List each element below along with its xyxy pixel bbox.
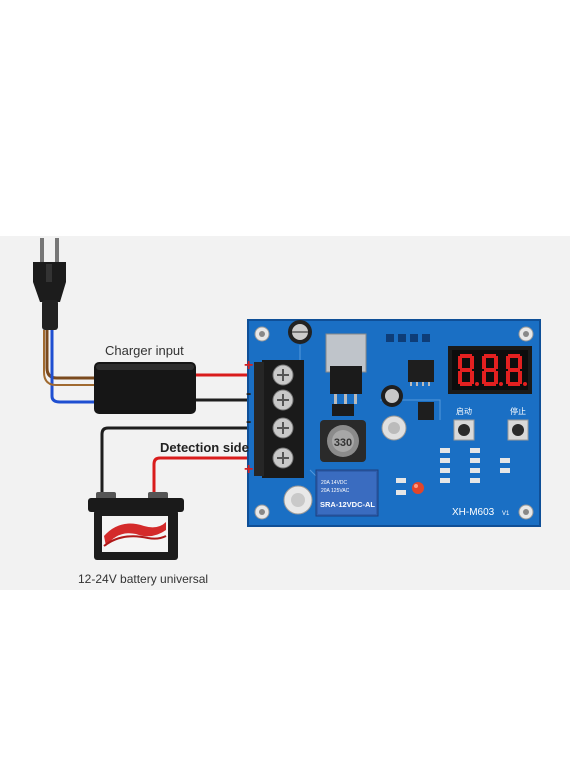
wire-blue (50, 330, 96, 404)
display-segment (506, 356, 510, 369)
display-segment (458, 356, 462, 369)
charger-body (94, 362, 196, 414)
display-segment (508, 354, 520, 358)
board-version: V1 (502, 511, 510, 517)
display-segment (494, 356, 498, 369)
capacitor-mid (381, 385, 403, 407)
display-segment (470, 356, 474, 369)
board-model: XH-M603 (452, 507, 495, 518)
relay-rating-2: 20A 125VAC (321, 488, 350, 494)
relay (315, 469, 379, 517)
stop-button-label: 停止 (510, 406, 526, 416)
display-segment (484, 354, 496, 358)
detection-side-label: Detection side (160, 440, 249, 455)
battery-swoosh (104, 522, 166, 546)
display-decimal-point (499, 382, 503, 386)
charger-minus-sign: - (246, 385, 252, 402)
power-plug (33, 238, 66, 330)
battery-plus-sign: + (244, 461, 254, 478)
capacitor-lower (381, 415, 407, 441)
display-segment (482, 356, 486, 369)
battery-lid (88, 498, 184, 512)
display-segment (470, 371, 474, 384)
battery (88, 492, 184, 560)
plug-ground-slot (46, 264, 52, 282)
start-button-label: 启动 (456, 406, 472, 416)
display-segment (508, 368, 520, 372)
charger-box (94, 362, 196, 414)
display-segment (484, 368, 496, 372)
voltage-regulator (325, 333, 367, 404)
relay-rating-1: 20A 14VDC (321, 480, 348, 486)
ic-chip (408, 360, 434, 382)
smd-resistors (396, 448, 510, 495)
power-inductor (320, 420, 366, 462)
display-segment (460, 368, 472, 372)
battery-wire-positive (152, 456, 270, 498)
display-segment (518, 356, 522, 369)
indicator-led (412, 482, 424, 494)
battery-minus-sign: - (246, 413, 252, 430)
wire-brown (45, 330, 96, 380)
display-segment (458, 371, 462, 384)
display-digits (458, 354, 527, 386)
charger-plus-sign: + (244, 357, 254, 374)
ac-cable (43, 330, 96, 404)
display-segment (508, 382, 520, 386)
start-button (453, 419, 475, 441)
display-decimal-point (523, 382, 527, 386)
smd-diode (332, 404, 354, 416)
plug-prong-left (40, 238, 44, 266)
relay-part-number: SRA-12VDC-AL (320, 500, 375, 509)
header-pins (386, 334, 430, 342)
display-segment (506, 371, 510, 384)
display-decimal-point (475, 382, 479, 386)
plug-strain-relief (42, 300, 58, 330)
terminal-screw (272, 364, 294, 469)
display-segment (494, 371, 498, 384)
pcb-board (247, 319, 541, 527)
display-segment (518, 371, 522, 384)
display-segment (482, 371, 486, 384)
charger-input-label: Charger input (105, 343, 184, 358)
capacitor-top (288, 320, 312, 344)
display-segment (460, 354, 472, 358)
transistor (418, 402, 434, 420)
inductor-code: 330 (334, 437, 352, 449)
plug-prong-right (55, 238, 59, 266)
battery-wire-negative (100, 426, 270, 498)
display-segment (460, 382, 472, 386)
display-segment (484, 382, 496, 386)
battery-label-text: 12-24V battery universal (78, 572, 209, 586)
stop-button (507, 419, 529, 441)
capacitor-bottom (283, 485, 313, 515)
